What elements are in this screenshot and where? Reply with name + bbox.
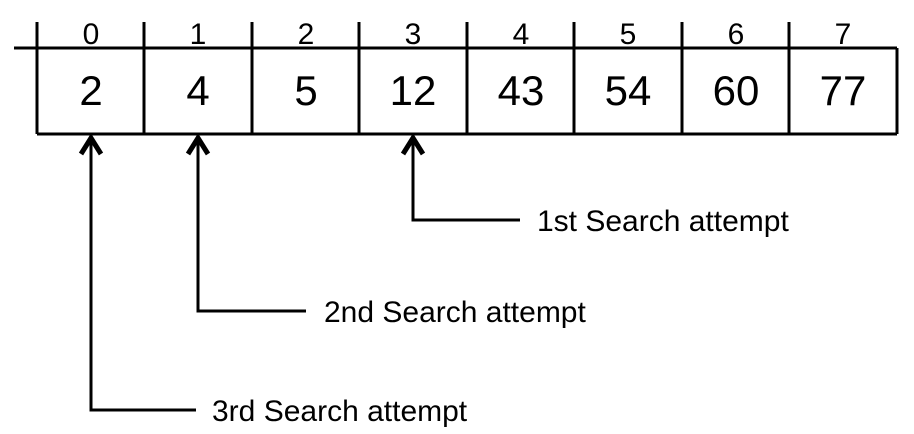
- index-label-5: 5: [620, 18, 637, 51]
- array-table: [14, 22, 899, 136]
- leader-line-1st: [411, 140, 520, 222]
- annotation-label-1st: 1st Search attempt: [537, 205, 789, 238]
- annotation-1st-search-attempt: 1st Search attempt: [400, 133, 789, 238]
- index-label-4: 4: [513, 18, 530, 51]
- index-label-6: 6: [728, 18, 745, 51]
- cell-value-0: 2: [79, 67, 102, 114]
- cell-value-1: 4: [186, 67, 209, 114]
- cell-value-5: 54: [605, 67, 652, 114]
- cell-value-4: 43: [498, 67, 545, 114]
- arrow-head-2nd-icon: [185, 133, 211, 156]
- index-label-0: 0: [83, 18, 100, 51]
- annotation-3rd-search-attempt: 3rd Search attempt: [78, 133, 468, 428]
- cell-value-2: 5: [294, 67, 317, 114]
- index-row: 0 1 2 3 4 5 6 7: [83, 18, 852, 51]
- cell-value-6: 60: [713, 67, 760, 114]
- leader-line-2nd: [196, 140, 306, 313]
- cell-value-3: 12: [390, 67, 437, 114]
- annotation-label-2nd: 2nd Search attempt: [324, 296, 586, 329]
- index-label-2: 2: [298, 18, 315, 51]
- index-label-3: 3: [405, 18, 422, 51]
- arrow-head-1st-icon: [400, 133, 426, 156]
- annotation-2nd-search-attempt: 2nd Search attempt: [185, 133, 586, 329]
- leader-line-3rd: [89, 140, 196, 412]
- index-label-7: 7: [835, 18, 852, 51]
- index-label-1: 1: [190, 18, 207, 51]
- cell-value-7: 77: [820, 67, 867, 114]
- value-row: 2 4 5 12 43 54 60 77: [79, 67, 866, 114]
- arrow-head-3rd-icon: [78, 133, 104, 156]
- annotation-label-3rd: 3rd Search attempt: [212, 395, 468, 428]
